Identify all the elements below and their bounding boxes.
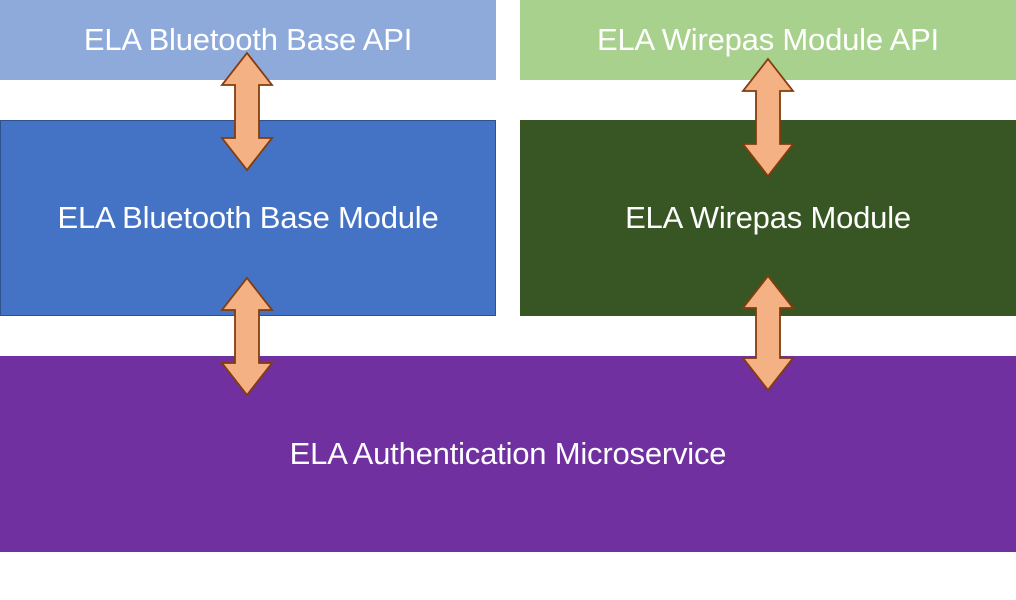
bluetooth-base-api-label: ELA Bluetooth Base API <box>83 22 413 57</box>
wirepas-module-api-box: ELA Wirepas Module API <box>520 0 1016 80</box>
wirepas-module-box: ELA Wirepas Module <box>520 120 1016 316</box>
wirepas-module-label: ELA Wirepas Module <box>625 200 911 235</box>
authentication-microservice-label: ELA Authentication Microservice <box>289 436 727 471</box>
wirepas-module-api-label: ELA Wirepas Module API <box>597 22 939 57</box>
bluetooth-base-module-box: ELA Bluetooth Base Module <box>0 120 496 316</box>
bluetooth-base-api-box: ELA Bluetooth Base API <box>0 0 496 80</box>
bluetooth-base-module-label: ELA Bluetooth Base Module <box>57 200 439 235</box>
authentication-microservice-box: ELA Authentication Microservice <box>0 356 1016 552</box>
